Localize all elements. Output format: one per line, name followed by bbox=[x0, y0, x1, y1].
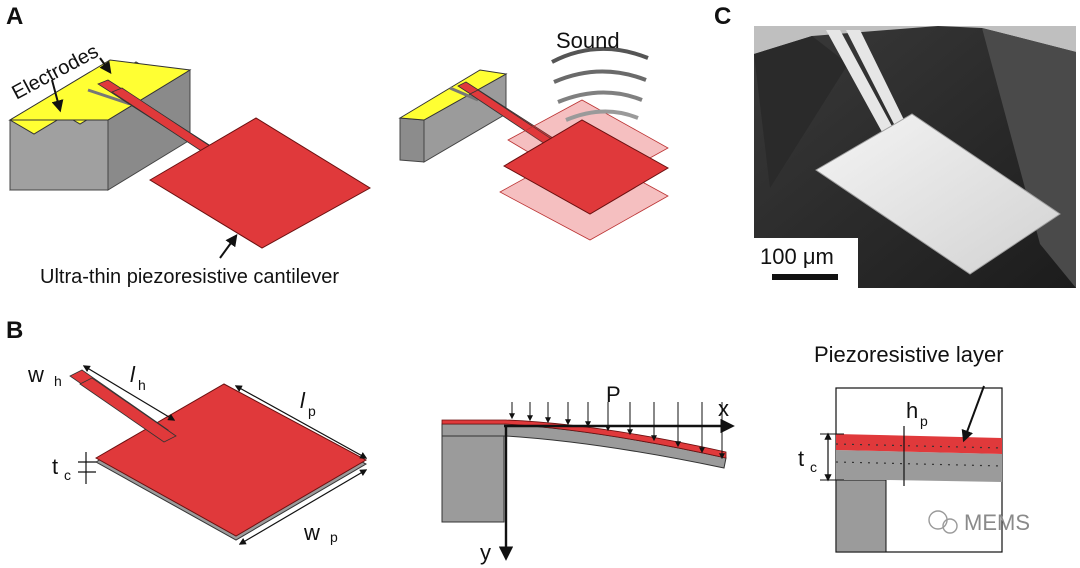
wh-label: w bbox=[27, 362, 44, 387]
cantilever-plate bbox=[149, 117, 371, 249]
sem-left-wall bbox=[754, 36, 848, 188]
panel-c-letter: C bbox=[714, 3, 731, 30]
electrode-gap bbox=[87, 88, 131, 106]
tc2-sub: c bbox=[810, 459, 817, 475]
sound-wave-2 bbox=[553, 69, 647, 84]
cantilever-label: Ultra-thin piezoresistive cantilever bbox=[40, 266, 339, 288]
sem-hinge-left bbox=[826, 30, 894, 132]
x-axis-label: x bbox=[718, 396, 729, 421]
layer-label: Piezoresistive layer bbox=[814, 342, 1004, 367]
section-body bbox=[836, 450, 1002, 482]
tc2-label: t bbox=[798, 446, 804, 471]
sem-right-wall bbox=[982, 28, 1076, 288]
lh-dim-line bbox=[82, 365, 176, 421]
device-right bbox=[398, 69, 670, 241]
tc-sub: c bbox=[64, 467, 71, 483]
substrate-block bbox=[9, 119, 109, 191]
wp-dim-line bbox=[238, 469, 368, 545]
section-support bbox=[835, 479, 887, 553]
cantilever-top-layer bbox=[94, 383, 368, 537]
watermark: MEMS bbox=[928, 510, 1030, 535]
cantilever-dims: w h l h l p t c w p bbox=[27, 362, 368, 545]
hinge-2 bbox=[79, 377, 177, 443]
watermark-text: MEMS bbox=[964, 510, 1030, 535]
wp-label: w bbox=[303, 520, 320, 545]
electrode-top-right bbox=[398, 69, 508, 121]
sem-hinge-right bbox=[846, 30, 906, 128]
panel-c: C 100 μm bbox=[714, 3, 1076, 288]
substrate-side-right bbox=[399, 117, 425, 163]
sound-label: Sound bbox=[556, 28, 620, 53]
sound-waves bbox=[551, 46, 649, 122]
sound-wave-4 bbox=[565, 109, 639, 122]
panel-b: B w h l h l p t c w p bbox=[6, 317, 1004, 565]
beam-load: P x y bbox=[441, 382, 735, 565]
panel-a-letter: A bbox=[6, 3, 23, 30]
beam-layer bbox=[441, 419, 727, 459]
load-label: P bbox=[606, 382, 621, 407]
lp-label: l bbox=[300, 388, 306, 413]
section-layer bbox=[836, 434, 1002, 454]
wechat-icon-small bbox=[942, 518, 958, 534]
tc-label: t bbox=[52, 454, 58, 479]
scale-bar bbox=[772, 274, 838, 280]
electrode-arrow-left bbox=[51, 79, 64, 113]
lp-dim-line bbox=[234, 385, 368, 459]
beam-support bbox=[441, 433, 505, 523]
electrode-gap-right bbox=[449, 86, 479, 102]
lh-label: l bbox=[130, 362, 136, 387]
panel-a: A Electrodes Ultra-thin piezoresistive bbox=[6, 3, 670, 288]
sound-wave-3 bbox=[557, 90, 643, 104]
cantilever-plate-right bbox=[502, 119, 670, 215]
hp-label: h bbox=[906, 398, 918, 423]
y-axis-label: y bbox=[480, 540, 491, 565]
scale-bar-label: 100 μm bbox=[760, 244, 834, 269]
device-left bbox=[8, 59, 371, 249]
wp-sub: p bbox=[330, 529, 338, 545]
sem-plate bbox=[815, 113, 1061, 275]
lp-sub: p bbox=[308, 403, 316, 419]
layer-arrow bbox=[961, 385, 985, 443]
wh-sub: h bbox=[54, 373, 62, 389]
layer-section: Piezoresistive layer h p t c bbox=[798, 342, 1004, 553]
lh-sub: h bbox=[138, 377, 146, 393]
panel-b-letter: B bbox=[6, 317, 23, 344]
hp-sub: p bbox=[920, 413, 928, 429]
cantilever-arrow bbox=[219, 234, 238, 259]
electrode-arrow-right bbox=[99, 57, 112, 74]
sound-wave-1 bbox=[551, 46, 649, 64]
